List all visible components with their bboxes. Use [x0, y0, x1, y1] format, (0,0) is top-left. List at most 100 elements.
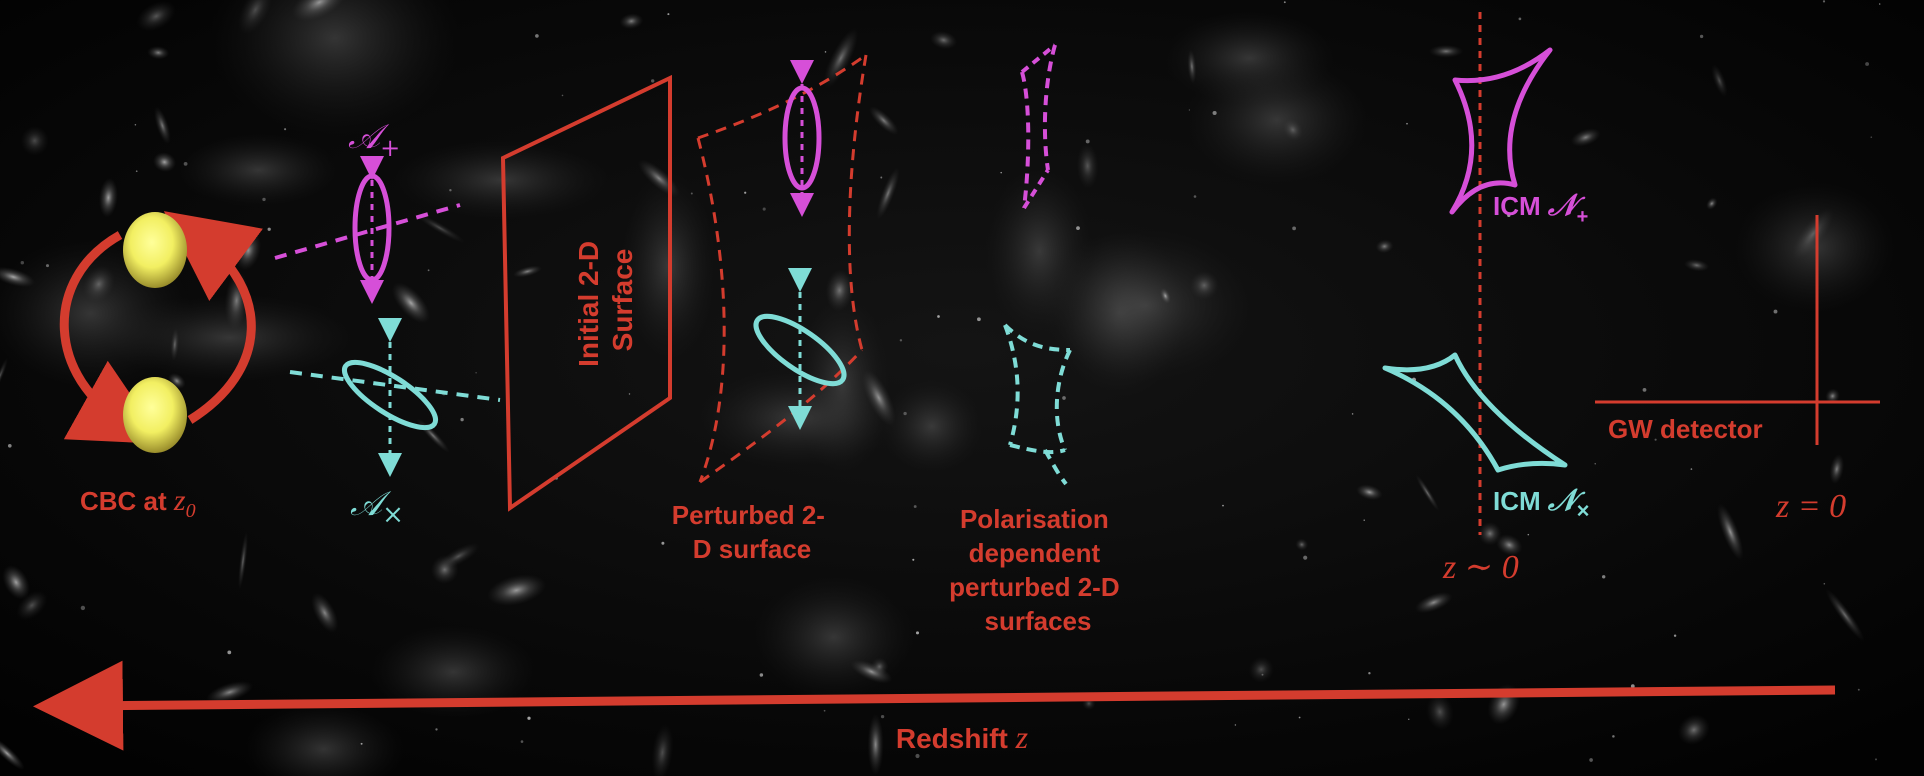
background-star: [1602, 575, 1606, 579]
background-galaxy: [1429, 44, 1464, 58]
background-star: [661, 541, 665, 545]
initial-surface-plane: [500, 74, 672, 512]
background-star: [1085, 139, 1090, 144]
background-galaxy: [0, 266, 36, 288]
background-galaxy: [1356, 484, 1383, 500]
background-galaxy: [1677, 714, 1710, 746]
background-star: [1823, 582, 1826, 585]
background-star: [1612, 735, 1615, 738]
background-star: [360, 742, 363, 745]
gw-detector-label: GW detector: [1608, 414, 1763, 444]
perturbed-surface: [696, 53, 868, 484]
background-star: [1351, 413, 1354, 415]
plus-dependent-surface: [1020, 43, 1057, 210]
background-star: [134, 123, 137, 126]
compact-object-upper: [123, 212, 187, 288]
plus-polarisation-ellipse: [274, 156, 461, 304]
background-star: [135, 170, 138, 173]
background-galaxy: [1426, 693, 1454, 731]
background-galaxy: [619, 13, 644, 30]
background-galaxy: [1248, 656, 1274, 683]
background-star: [1283, 1, 1286, 4]
background-star: [903, 411, 907, 416]
background-star: [977, 317, 981, 322]
background-star: [80, 605, 86, 611]
background-galaxy: [512, 265, 543, 278]
background-star: [651, 79, 655, 83]
background-star: [913, 505, 917, 508]
background-galaxy: [98, 177, 118, 218]
icm-cross-shape: [1382, 352, 1568, 473]
background-galaxy: [311, 592, 339, 633]
background-star: [759, 673, 764, 677]
background-galaxy: [1825, 588, 1865, 642]
background-halo: [371, 625, 536, 719]
background-star: [1857, 688, 1860, 691]
background-galaxy: [1825, 388, 1840, 404]
background-star: [1368, 672, 1371, 675]
background-galaxy: [867, 713, 884, 776]
icm-plus-label: ICM 𝒩+: [1493, 188, 1588, 228]
orbit-arrow-left: [59, 231, 165, 445]
background-galaxy: [1160, 287, 1171, 304]
background-galaxy: [170, 327, 180, 362]
z-zero-label: z = 0: [1775, 488, 1846, 525]
background-galaxy: [206, 681, 254, 704]
background-star: [1222, 504, 1224, 507]
background-star: [475, 372, 477, 374]
background-galaxy: [876, 167, 900, 220]
background-star: [1773, 309, 1778, 314]
background-galaxy: [1414, 591, 1453, 614]
background-halo: [881, 379, 983, 474]
background-star: [1822, 0, 1826, 3]
background-star: [228, 238, 232, 242]
background-star: [1642, 388, 1647, 392]
z-approx-zero-label: z ∼ 0: [1442, 549, 1519, 586]
background-star: [183, 162, 188, 166]
background-galaxy: [0, 736, 25, 770]
background-star: [628, 393, 631, 395]
background-star: [1507, 213, 1511, 218]
background-galaxy: [1711, 64, 1728, 98]
background-star: [1480, 566, 1485, 571]
background-star: [1193, 195, 1197, 198]
background-galaxy: [1415, 474, 1440, 512]
perturbed-surface-label: Perturbed 2- D surface: [672, 500, 832, 564]
compact-object-lower: [123, 377, 187, 453]
background-star: [1673, 634, 1677, 637]
background-galaxy: [16, 590, 48, 621]
background-galaxy: [1496, 534, 1523, 556]
orbit-arrow-right: [163, 211, 263, 424]
background-star: [880, 714, 885, 719]
background-halo: [243, 702, 404, 776]
background-galaxy: [651, 723, 674, 776]
background-star: [744, 191, 747, 194]
background-star: [824, 51, 827, 53]
background-star: [1518, 17, 1522, 21]
background-galaxy: [2, 565, 30, 600]
background-star: [1630, 684, 1635, 689]
background-galaxy: [1189, 270, 1219, 300]
cross-dependent-surface: [1003, 323, 1072, 486]
background-galaxy: [292, 0, 347, 22]
background-star: [1408, 718, 1410, 720]
cbc-label: CBC at z0: [80, 484, 196, 522]
background-galaxy: [486, 574, 546, 607]
background-star: [561, 94, 564, 97]
background-galaxy: [825, 269, 854, 312]
background-galaxy: [1717, 503, 1744, 561]
background-star: [227, 650, 232, 655]
background-halo: [1186, 56, 1368, 185]
background-galaxy: [870, 657, 889, 676]
background-galaxy: [869, 106, 899, 135]
background-star: [7, 443, 12, 448]
background-star: [1878, 3, 1881, 5]
background-galaxy: [152, 152, 177, 173]
redshift-arrow: [33, 660, 1836, 751]
background-star: [1261, 673, 1264, 676]
background-halo: [210, 0, 460, 136]
background-star: [1865, 62, 1870, 66]
background-star: [1292, 226, 1296, 231]
